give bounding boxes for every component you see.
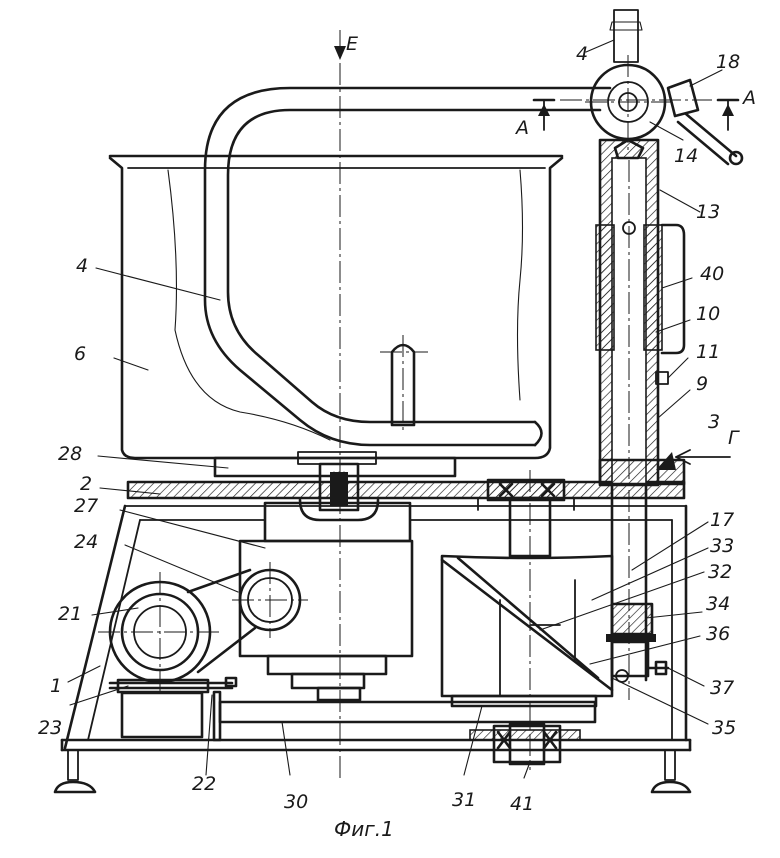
label-e: E bbox=[346, 33, 358, 55]
label-37: 37 bbox=[710, 677, 734, 699]
kneading-arm bbox=[203, 86, 612, 447]
foot-right bbox=[650, 749, 692, 794]
label-g: Г bbox=[728, 427, 740, 449]
label-2: 2 bbox=[80, 473, 92, 495]
figure-caption: Фиг.1 bbox=[334, 817, 394, 841]
label-23: 23 bbox=[38, 717, 62, 739]
label-27: 27 bbox=[74, 495, 98, 517]
foot-left bbox=[53, 749, 97, 794]
label-36: 36 bbox=[706, 623, 730, 645]
label-32: 32 bbox=[708, 561, 732, 583]
label-40: 40 bbox=[700, 263, 724, 285]
screw-block bbox=[606, 602, 670, 683]
label-33: 33 bbox=[710, 535, 734, 557]
clamp-handle bbox=[666, 78, 744, 166]
motor bbox=[98, 568, 257, 694]
top-bearing bbox=[477, 478, 575, 511]
leader-lines bbox=[67, 39, 723, 779]
label-6: 6 bbox=[74, 343, 86, 365]
label-3: 3 bbox=[708, 411, 720, 433]
label-1: 1 bbox=[50, 675, 62, 697]
label-13: 13 bbox=[696, 201, 720, 223]
label-9: 9 bbox=[696, 373, 708, 395]
lift-housing bbox=[440, 554, 614, 708]
label-35: 35 bbox=[712, 717, 736, 739]
bottom-pulley bbox=[218, 700, 597, 724]
frame bbox=[60, 504, 692, 752]
view-arrow-g bbox=[656, 449, 731, 470]
label-18: 18 bbox=[716, 51, 740, 73]
label-14: 14 bbox=[674, 145, 698, 167]
label-21: 21 bbox=[58, 603, 82, 625]
gearbox bbox=[232, 501, 414, 702]
label-a-left: A bbox=[514, 117, 529, 139]
label-17: 17 bbox=[710, 509, 734, 531]
label-28: 28 bbox=[58, 443, 82, 465]
label-10: 10 bbox=[696, 303, 720, 325]
label-41: 41 bbox=[510, 793, 534, 815]
paddle bbox=[380, 335, 428, 430]
label-4-top: 4 bbox=[576, 43, 588, 65]
label-a-right: A bbox=[741, 87, 756, 109]
label-24: 24 bbox=[74, 531, 98, 553]
sleeve bbox=[595, 223, 686, 385]
label-4-left: 4 bbox=[76, 255, 88, 277]
bottom-bearing bbox=[469, 722, 581, 766]
central-hub bbox=[298, 462, 380, 522]
bowl bbox=[108, 154, 564, 460]
axis-e bbox=[334, 30, 346, 780]
label-31: 31 bbox=[452, 789, 476, 811]
section-a-a bbox=[532, 98, 740, 131]
label-11: 11 bbox=[696, 341, 720, 363]
label-22: 22 bbox=[192, 773, 216, 795]
label-30: 30 bbox=[284, 791, 308, 813]
label-34: 34 bbox=[706, 593, 730, 615]
motor-mount bbox=[108, 676, 238, 742]
drive-head bbox=[585, 9, 672, 150]
reference-labels: E A A Г 4 18 14 13 4 6 40 10 11 9 3 28 2… bbox=[38, 33, 756, 841]
